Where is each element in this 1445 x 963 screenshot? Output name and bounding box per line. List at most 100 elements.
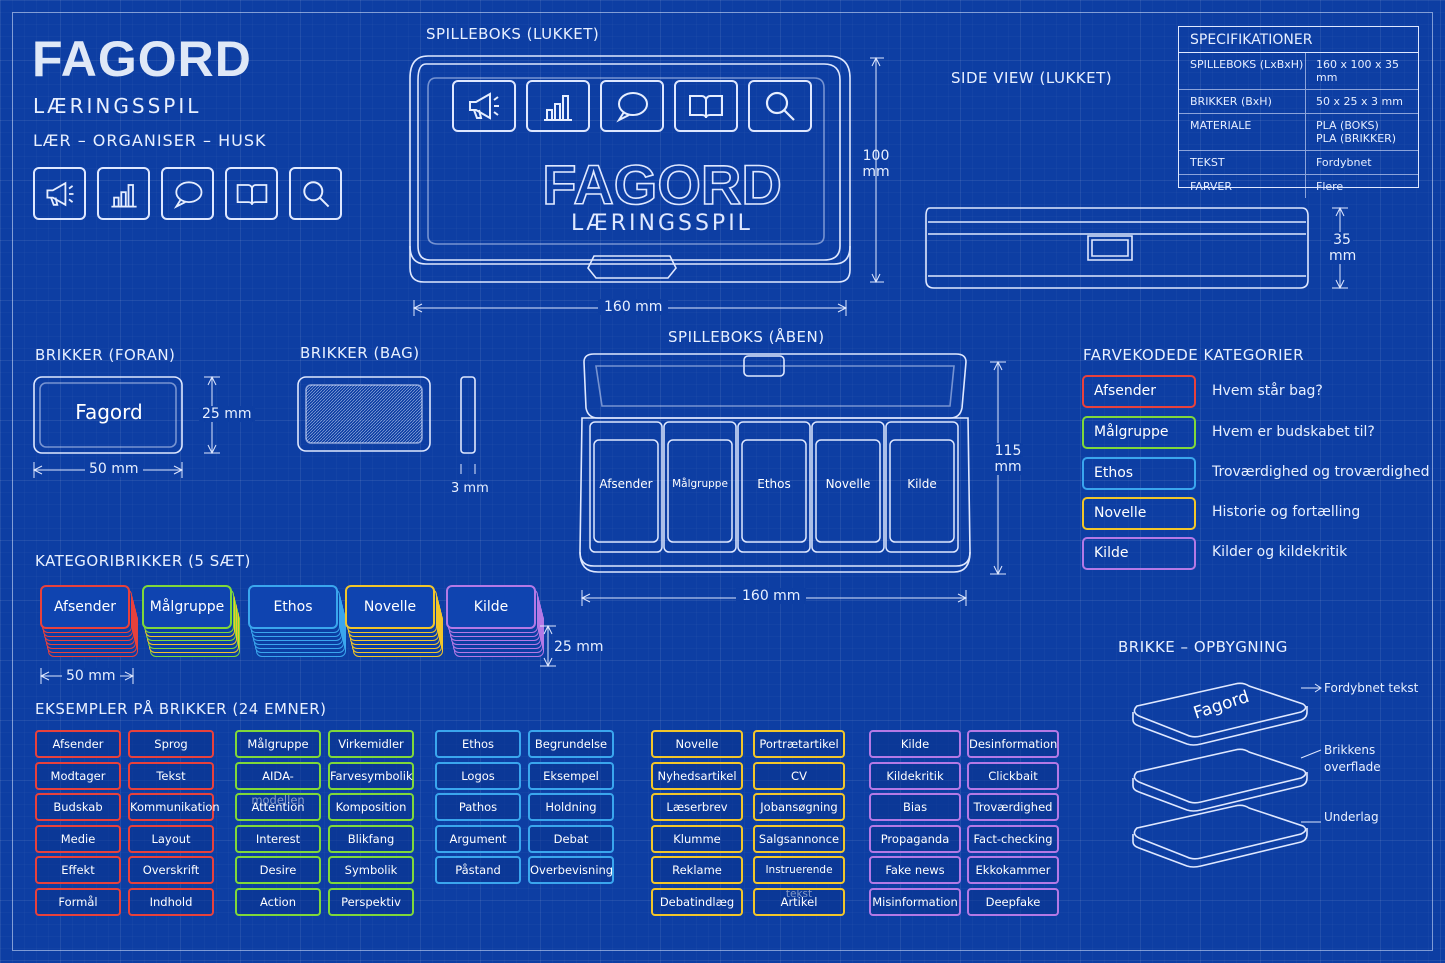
lid-bar-chart-icon: [526, 80, 590, 132]
tile-stack: Novelle: [345, 585, 443, 665]
tile-front-heading: BRIKKER (FORAN): [35, 346, 176, 364]
example-tile: Nyhedsartikel: [651, 762, 743, 790]
example-tile: Ethos: [435, 730, 521, 758]
example-tile: Kommunikation: [128, 793, 220, 821]
brand-tagline: LÆR – ORGANISER – HUSK: [33, 131, 267, 150]
example-tile: Layout: [128, 825, 214, 853]
category-key: Kilde: [1082, 537, 1196, 570]
lid-speech-bubble-icon: [600, 80, 664, 132]
tile-build-callout: overflade: [1324, 760, 1381, 774]
spec-value: PLA (BOKS)PLA (BRIKKER): [1306, 114, 1418, 150]
spec-value: Fordybnet: [1316, 156, 1372, 169]
spec-value-line: PLA (BOKS): [1316, 119, 1379, 132]
example-tile: Modtager: [35, 762, 121, 790]
spec-key: FARVER: [1179, 175, 1306, 198]
closed-box-height-value: 100: [862, 148, 890, 164]
category-desc: Historie og fortælling: [1212, 504, 1361, 520]
tile-stack: Målgruppe: [142, 585, 240, 665]
tile-stack: Ethos: [248, 585, 346, 665]
example-tile: Debat: [528, 825, 614, 853]
category-key: Målgruppe: [1082, 416, 1196, 449]
spec-row: SPILLEBOKS (LxBxH) 160 x 100 x 35 mm: [1179, 53, 1418, 90]
side-view-heading: SIDE VIEW (LUKKET): [951, 69, 1113, 87]
open-box-drawing: [579, 353, 1006, 606]
tile-build-drawing: Fagord: [1132, 682, 1322, 868]
tile-stack-label: Målgruppe: [142, 585, 232, 629]
side-view-height-unit: mm: [1329, 248, 1357, 264]
side-view-drawing: [925, 206, 1348, 290]
category-tiles-heading: KATEGORIBRIKKER (5 SÆT): [35, 552, 251, 570]
tile-stack-label: Kilde: [446, 585, 536, 629]
category-key: Ethos: [1082, 457, 1196, 490]
open-box-slot: Afsender: [599, 477, 653, 491]
tile-stack-label: Afsender: [40, 585, 130, 629]
category-desc: Hvem er budskabet til?: [1212, 424, 1375, 440]
spec-value: 50 x 25 x 3 mm: [1316, 95, 1403, 108]
closed-box-height-unit: mm: [862, 164, 890, 180]
category-tiles-width-label: 50 mm: [62, 668, 120, 684]
examples-heading: EKSEMPLER PÅ BRIKKER (24 EMNER): [35, 700, 327, 718]
brand-subtitle: LÆRINGSSPIL: [33, 94, 202, 118]
example-tile: Sprog: [128, 730, 214, 758]
tile-front-text: Fagord: [75, 400, 143, 424]
example-tile: AIDA-modellen: [235, 762, 321, 807]
example-tile: Desire: [235, 856, 321, 884]
example-tile: Overbevisning: [528, 856, 614, 884]
tile-front-height-label: 25 mm: [199, 406, 255, 422]
category-key: Novelle: [1082, 497, 1196, 530]
example-tile: CV: [753, 762, 845, 790]
specs-table: SPECIFIKATIONER SPILLEBOKS (LxBxH)160 x …: [1178, 26, 1419, 198]
spec-key: BRIKKER (BxH): [1179, 90, 1306, 113]
spec-value-line: PLA (BRIKKER): [1316, 132, 1397, 145]
example-tile: Afsender: [35, 730, 121, 758]
bar-chart-icon: [97, 167, 150, 220]
tile-back-drawing: [297, 376, 476, 474]
open-box-heading: SPILLEBOKS (ÅBEN): [668, 328, 825, 346]
example-tile: Misinformation: [869, 888, 961, 916]
example-tile: Medie: [35, 825, 121, 853]
example-tile: Symbolik: [328, 856, 414, 884]
example-tile: Deepfake: [967, 888, 1059, 916]
tile-build-heading: BRIKKE – OPBYGNING: [1118, 638, 1288, 656]
spec-key: SPILLEBOKS (LxBxH): [1179, 53, 1306, 89]
example-tile: Reklame: [651, 856, 743, 884]
example-tile: Fake news: [869, 856, 961, 884]
example-tile: Effekt: [35, 856, 121, 884]
example-tile: Kildekritik: [869, 762, 961, 790]
lid-magnifier-icon: [748, 80, 812, 132]
example-tile: Logos: [435, 762, 521, 790]
tile-stack: Afsender: [40, 585, 138, 665]
example-tile: Pathos: [435, 793, 521, 821]
lid-megaphone-icon: [452, 80, 516, 132]
tile-back-thickness-label: 3 mm: [451, 481, 489, 496]
example-tile: Kilde: [869, 730, 961, 758]
spec-value: Flere: [1316, 180, 1344, 193]
example-tile: Budskab: [35, 793, 121, 821]
spec-value: 160 x 100 x 35 mm: [1316, 58, 1399, 84]
example-tile: Artikel: [753, 888, 845, 916]
spec-row: BRIKKER (BxH) 50 x 25 x 3 mm: [1179, 90, 1418, 114]
example-tile: Desinformation: [967, 730, 1059, 758]
example-tile: Påstand: [435, 856, 521, 884]
lid-subtitle: LÆRINGSSPIL: [571, 211, 753, 236]
example-tile: Målgruppe: [235, 730, 321, 758]
example-tile: Tekst: [128, 762, 214, 790]
example-tile: Overskrift: [128, 856, 214, 884]
example-tile: Salgsannonce: [753, 825, 845, 853]
open-box-slot: Novelle: [825, 477, 871, 491]
example-tile: Fact-checking: [967, 825, 1059, 853]
magnifier-icon: [289, 167, 342, 220]
example-tile: Portrætartikel: [753, 730, 845, 758]
open-box-width-label: 160 mm: [736, 588, 807, 604]
tile-front-width-label: 50 mm: [85, 461, 143, 477]
spec-row: FARVER Flere: [1179, 175, 1418, 198]
example-tile: Formål: [35, 888, 121, 916]
side-view-height-value: 35: [1331, 232, 1353, 248]
tile-build-callout: Brikkens: [1324, 743, 1376, 757]
example-tile: Ekkokammer: [967, 856, 1059, 884]
example-tile: Action: [235, 888, 321, 916]
open-book-icon: [225, 167, 278, 220]
example-tile: Clickbait: [967, 762, 1059, 790]
example-tile: Eksempel: [528, 762, 614, 790]
page-frame: [12, 12, 1433, 951]
